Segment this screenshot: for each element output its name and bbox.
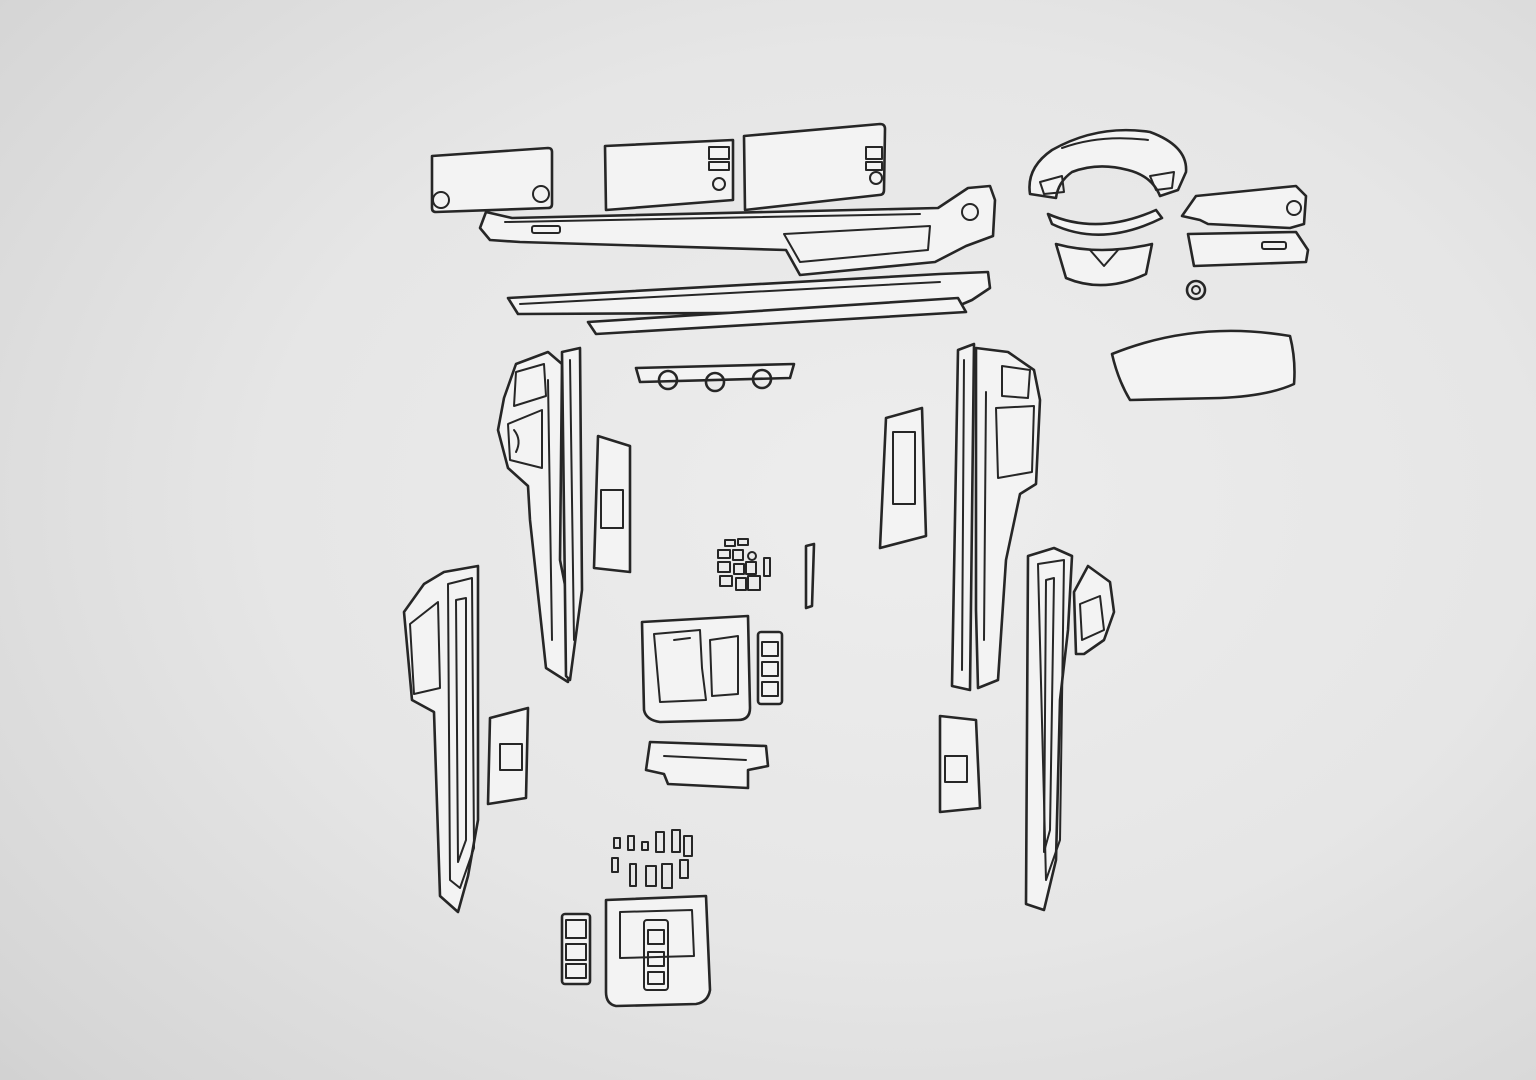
steering-wheel-trim — [1028, 128, 1188, 200]
passenger-vent-trim — [1186, 230, 1310, 268]
right-display-panel — [742, 122, 887, 212]
left-rear-window-switch — [486, 706, 530, 806]
left-display-panel — [430, 146, 554, 214]
rear-small-buttons — [611, 829, 693, 889]
right-front-door-trim — [974, 346, 1042, 690]
right-rear-door-trim — [1024, 546, 1116, 912]
right-front-window-switch — [878, 406, 928, 550]
small-button-trims — [717, 538, 771, 591]
left-rear-door-trim — [402, 564, 480, 914]
passenger-dash-trim — [1180, 184, 1308, 230]
rear-window-switch-panel — [560, 912, 592, 986]
dash-trim-upper — [478, 184, 997, 277]
console-rear-trim — [644, 740, 770, 790]
center-vent-strip — [634, 362, 796, 393]
right-rear-window-switch — [938, 714, 982, 814]
steering-lower-trim-2 — [1054, 242, 1154, 287]
left-front-door-trim — [496, 350, 574, 684]
left-front-door-strip — [560, 346, 584, 682]
dash-trim-thin — [586, 296, 968, 336]
knob-ring — [1185, 279, 1207, 301]
instrument-cluster-trim — [1110, 329, 1296, 402]
center-console-gear-trim — [640, 614, 752, 724]
center-display-panel — [603, 138, 735, 212]
left-front-window-switch — [592, 434, 632, 574]
console-switch-panel — [756, 630, 784, 706]
right-front-door-strip — [950, 342, 976, 692]
steering-lower-trim-1 — [1046, 208, 1164, 236]
rear-console-trim — [604, 894, 712, 1008]
center-thin-trim — [804, 542, 816, 610]
